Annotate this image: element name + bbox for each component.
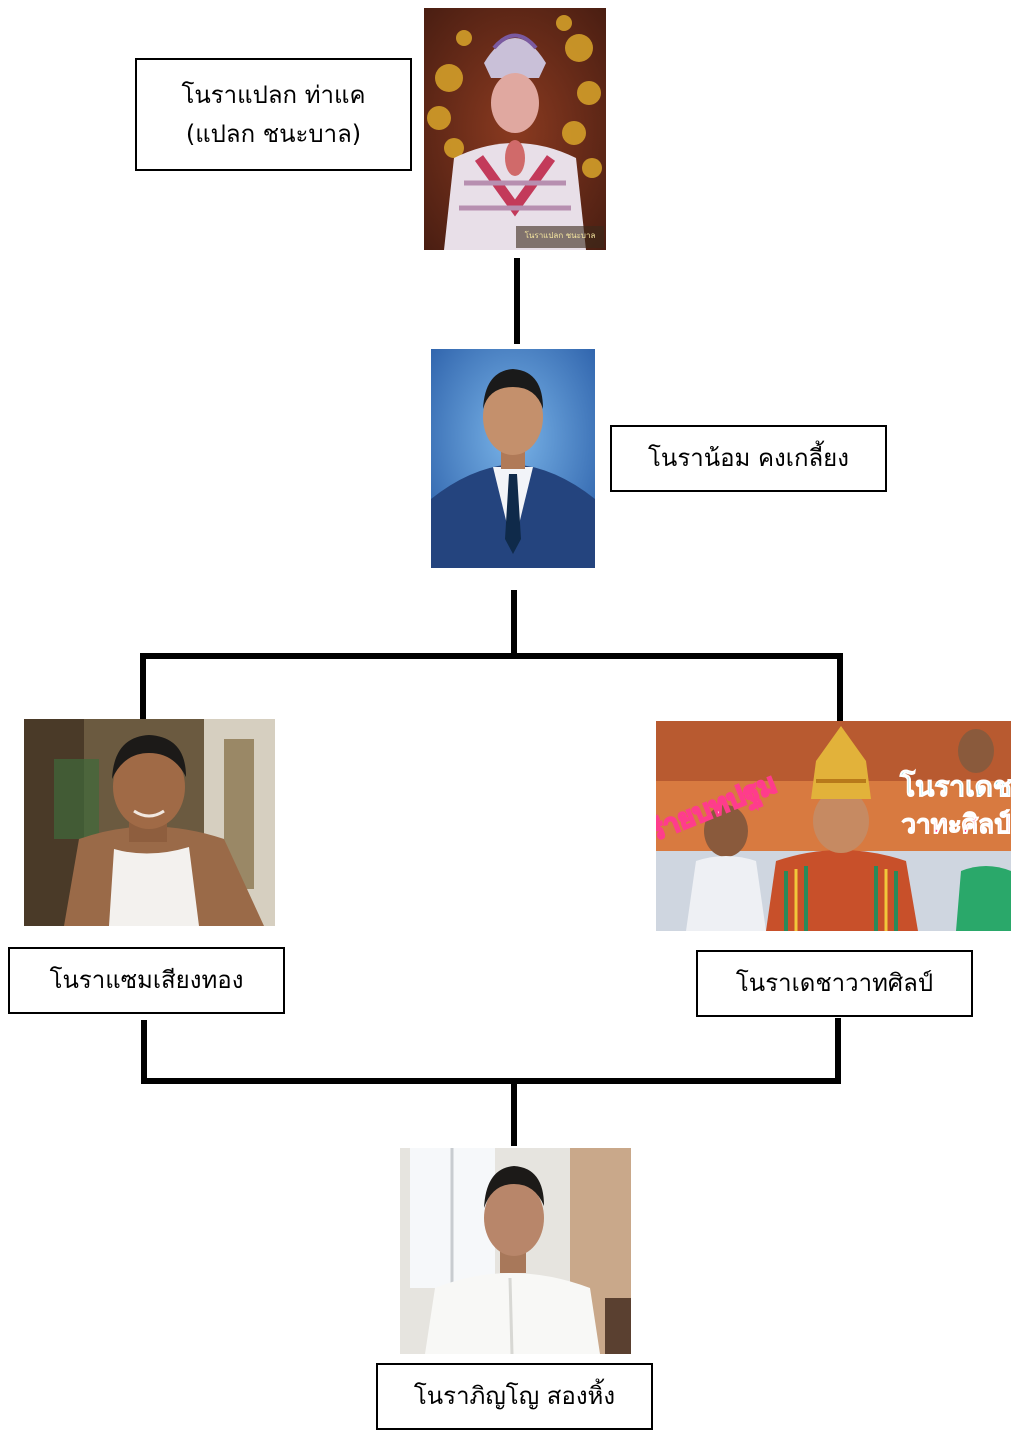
node-label-saem-text: โนราแซมเสียงทอง bbox=[49, 966, 244, 995]
portrait-phinyo bbox=[400, 1148, 631, 1354]
node-label-saem: โนราแซมเสียงทอง bbox=[8, 947, 285, 1014]
portrait-nom bbox=[431, 349, 595, 568]
connector-decha-down bbox=[835, 1018, 841, 1084]
node-label-plaek-line1: โนราแปลก ท่าแค bbox=[181, 81, 366, 110]
connector-branch-right bbox=[837, 653, 843, 721]
node-label-decha: โนราเดชาวาทศิลป์ bbox=[696, 950, 973, 1017]
connector-plaek-nom bbox=[514, 258, 520, 344]
node-label-plaek-line2: (แปลก ชนะบาล) bbox=[185, 119, 362, 148]
node-label-phinyo-text: โนราภิญโญ สองหิ้ง bbox=[413, 1382, 616, 1411]
connector-branch-left bbox=[140, 653, 146, 719]
connector-merge-horizontal bbox=[141, 1078, 841, 1084]
portrait-decha: ร่ายบทปฐม โนราเดช วาทะศิลป์ bbox=[656, 721, 1011, 931]
decha-banner-right-1: โนราเดช bbox=[899, 769, 1011, 803]
node-label-phinyo: โนราภิญโญ สองหิ้ง bbox=[376, 1363, 653, 1430]
portrait-plaek-caption: โนราแปลก ชนะบาล bbox=[525, 230, 596, 240]
decha-banner-right-2: วาทะศิลป์ bbox=[901, 809, 1010, 840]
connector-branch-horizontal bbox=[140, 653, 843, 659]
portrait-plaek: โนราแปลก ชนะบาล bbox=[424, 8, 606, 250]
portrait-saem bbox=[24, 719, 275, 926]
connector-merge-down bbox=[511, 1084, 517, 1146]
connector-nom-down bbox=[511, 590, 517, 656]
node-label-nom-text: โนราน้อม คงเกลี้ยง bbox=[648, 444, 849, 473]
node-label-nom: โนราน้อม คงเกลี้ยง bbox=[610, 425, 887, 492]
node-label-plaek: โนราแปลก ท่าแค (แปลก ชนะบาล) bbox=[135, 58, 412, 171]
node-label-decha-text: โนราเดชาวาทศิลป์ bbox=[735, 969, 934, 998]
connector-saem-down bbox=[141, 1020, 147, 1084]
